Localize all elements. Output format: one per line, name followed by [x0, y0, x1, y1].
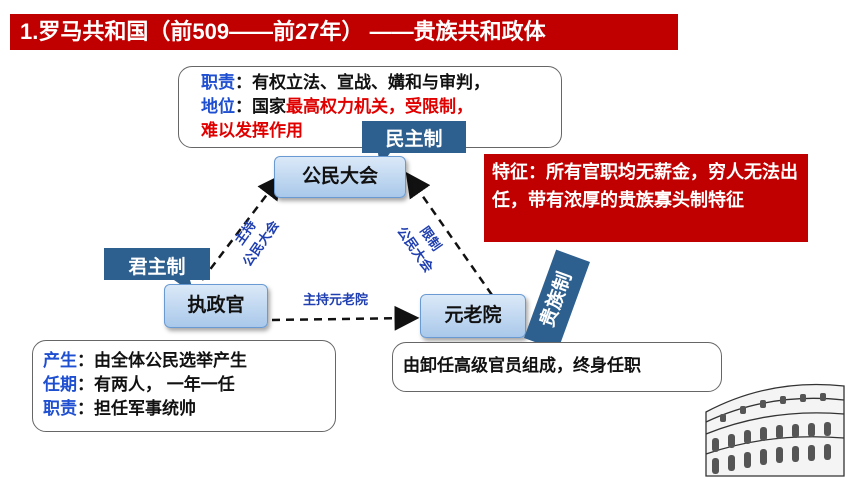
- origin-key: 产生: [43, 351, 77, 370]
- consul-term-line: 任期：有两人， 一年一任: [43, 373, 335, 397]
- arrow-consul-to-senate: [271, 305, 420, 331]
- assembly-duty-line: 职责：有权立法、宣战、媾和与审判，: [201, 71, 561, 95]
- assembly-node-label: 公民大会: [301, 166, 378, 187]
- label-preside-senate: 主持元老院: [303, 292, 369, 307]
- colosseum-illustration: [705, 383, 845, 477]
- consul-info-box: 产生：由全体公民选举产生 任期：有两人， 一年一任 职责：担任军事统帅: [32, 340, 336, 432]
- status-key: 地位: [201, 97, 235, 116]
- assembly-info-box: 职责：有权立法、宣战、媾和与审判， 地位：国家最高权力机关，受限制， 难以发挥作…: [178, 66, 562, 148]
- consul-duty-line: 职责：担任军事统帅: [43, 397, 335, 421]
- senate-node-label: 元老院: [444, 305, 502, 326]
- consul-duty-key: 职责: [43, 399, 77, 418]
- consul-node: 执政官: [164, 284, 268, 328]
- senate-features-box: 特征：所有官职均无薪金，穷人无法出任，带有浓厚的贵族寡头制特征: [484, 154, 808, 242]
- arrow-senate-to-assembly: [405, 171, 494, 296]
- consul-node-label: 执政官: [187, 295, 245, 316]
- duty-text: ：有权立法、宣战、媾和与审判，: [235, 73, 490, 92]
- status-red-line: 难以发挥作用: [201, 121, 303, 140]
- senate-info-box: 由卸任高级官员组成，终身任职: [392, 342, 722, 392]
- democracy-callout-shape: [362, 121, 466, 167]
- consul-duty-text: ：担任军事统帅: [77, 399, 196, 418]
- monarchy-callout: 君主制: [128, 257, 186, 278]
- monarchy-callout-shape: [104, 248, 210, 294]
- democracy-callout: 民主制: [385, 129, 443, 150]
- term-key: 任期: [43, 375, 77, 394]
- assembly-status-line: 地位：国家最高权力机关，受限制，: [201, 95, 561, 119]
- senate-info-text: 由卸任高级官员组成，终身任职: [403, 356, 641, 375]
- status-text: ：国家: [235, 97, 286, 116]
- origin-text: ：由全体公民选举产生: [77, 351, 247, 370]
- assembly-node: 公民大会: [274, 156, 406, 198]
- status-red-text: 最高权力机关，受限制，: [286, 97, 473, 116]
- senate-node: 元老院: [420, 294, 526, 338]
- consul-origin-line: 产生：由全体公民选举产生: [43, 349, 335, 373]
- term-text: ：有两人， 一年一任: [77, 375, 235, 394]
- page-title: 1.罗马共和国（前509——前27年） ——贵族共和政体: [10, 14, 678, 50]
- duty-key: 职责: [201, 73, 235, 92]
- arrow-consul-to-assembly: [201, 174, 283, 281]
